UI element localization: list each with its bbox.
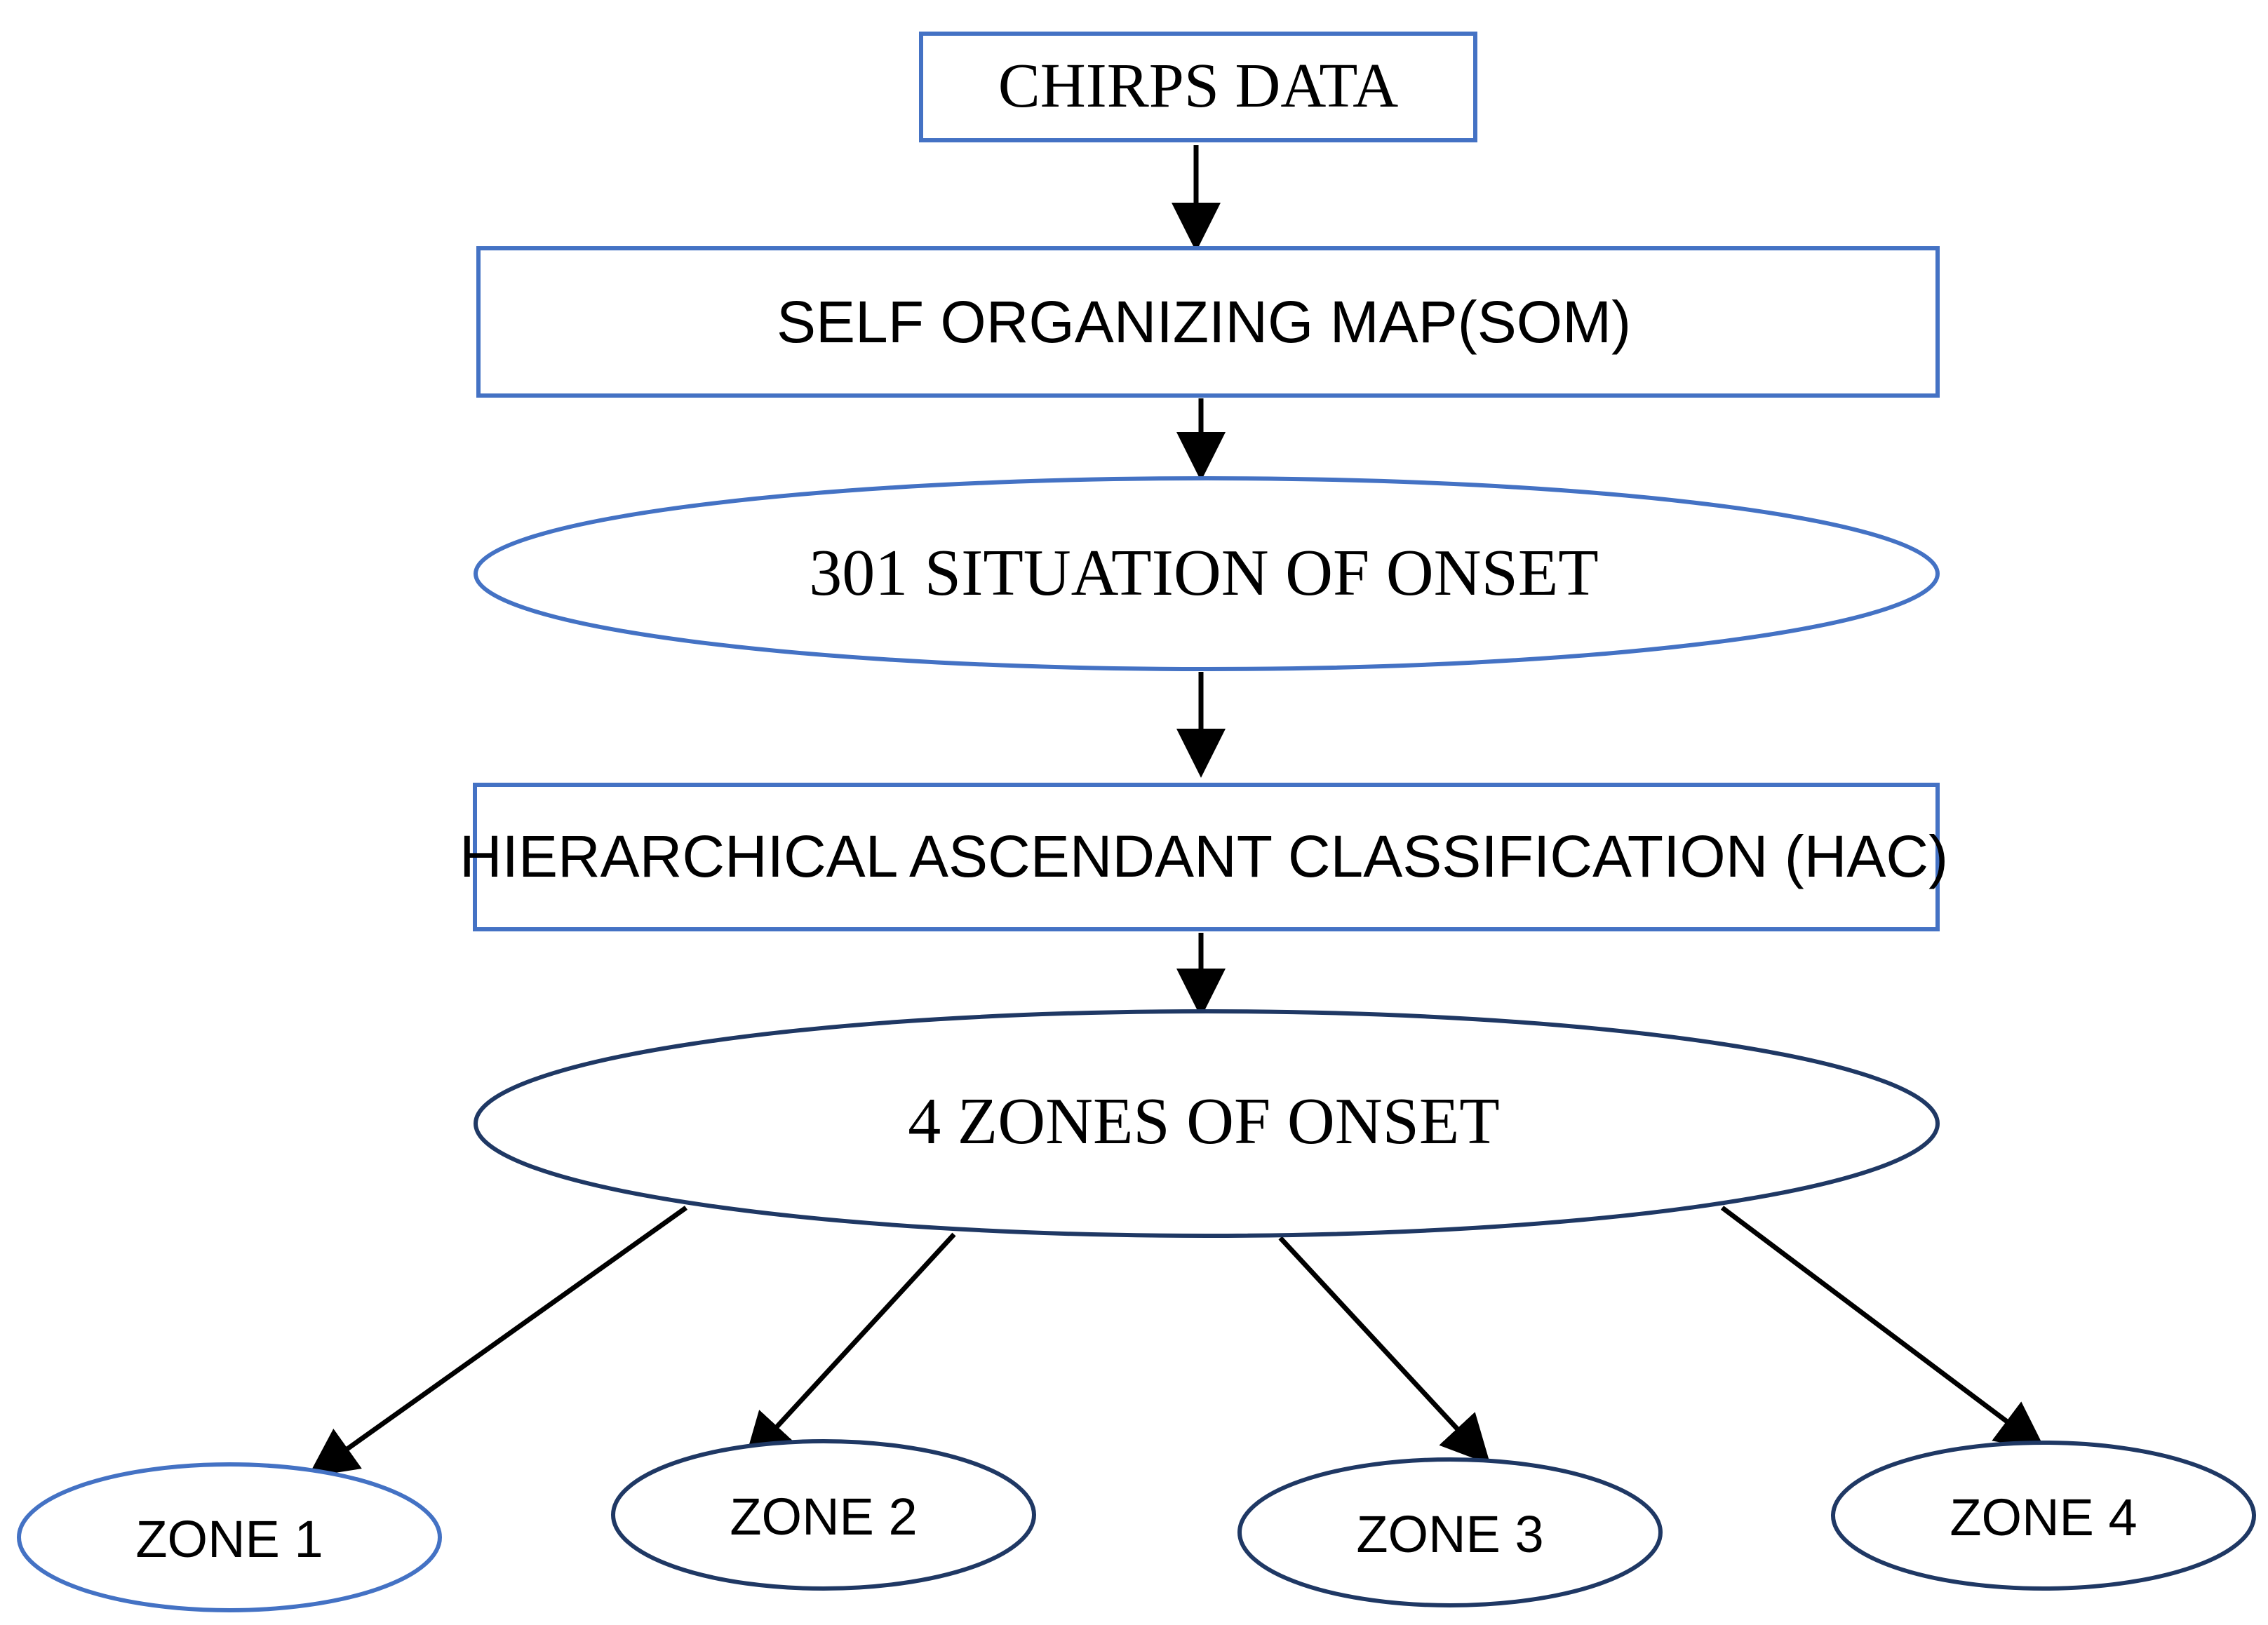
zone1-label: ZONE 1 (135, 1510, 323, 1568)
som-label: SELF ORGANIZING MAP(SOM) (777, 289, 1631, 355)
chirps-data-label: CHIRPS DATA (998, 51, 1398, 121)
zone3-node: ZONE 3 (1237, 1457, 1663, 1607)
zone4-label: ZONE 4 (1950, 1488, 2137, 1546)
chirps-data-node: CHIRPS DATA (919, 32, 1477, 142)
zone4-node: ZONE 4 (1831, 1441, 2256, 1591)
situations-label: 301 SITUATION OF ONSET (809, 537, 1598, 609)
zone2-label: ZONE 2 (730, 1488, 917, 1546)
arrows (307, 145, 2046, 1478)
arrow-zones-to-zone3 (1278, 1236, 1491, 1465)
zone1-node: ZONE 1 (17, 1462, 442, 1612)
zones-node: 4 ZONES OF ONSET (474, 1009, 1940, 1238)
hac-label: HIERARCHICAL ASCENDANT CLASSIFICATION (H… (459, 823, 1948, 889)
hac-node: HIERARCHICAL ASCENDANT CLASSIFICATION (H… (459, 783, 1948, 931)
zone3-label: ZONE 3 (1356, 1505, 1543, 1563)
arrow-zones-to-zone2 (744, 1232, 956, 1463)
zone2-node: ZONE 2 (611, 1439, 1036, 1591)
arrow-zones-to-zone1 (307, 1206, 688, 1478)
zones-label: 4 ZONES OF ONSET (908, 1085, 1499, 1158)
arrow-zones-to-zone4 (1720, 1206, 2046, 1451)
situations-node: 301 SITUATION OF ONSET (474, 476, 1940, 671)
som-node: SELF ORGANIZING MAP(SOM) (476, 246, 1940, 398)
